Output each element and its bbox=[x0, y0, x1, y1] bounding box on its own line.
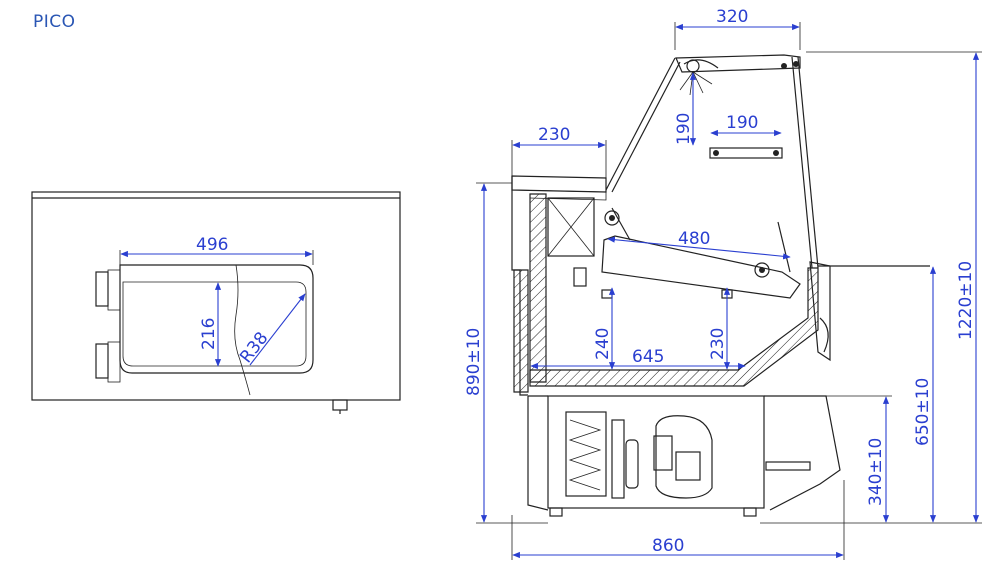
front-glass-line-1 bbox=[605, 57, 676, 191]
front-base-outline bbox=[764, 395, 841, 511]
upper-shelf bbox=[601, 235, 801, 299]
dim-text-650: 650±10 bbox=[913, 378, 933, 446]
dim-text-190-v: 190 bbox=[674, 113, 694, 145]
dim-text-496: 496 bbox=[196, 235, 228, 255]
condenser bbox=[565, 411, 607, 497]
storage-box bbox=[547, 197, 595, 257]
plan-drain bbox=[332, 399, 348, 411]
rear-counter-top bbox=[511, 175, 607, 193]
plan-bracket-bottom bbox=[95, 343, 109, 379]
rear-glass bbox=[791, 56, 813, 269]
plan-break-line bbox=[234, 264, 251, 396]
front-glass-line-2 bbox=[611, 61, 681, 193]
dim-text-890: 890±10 bbox=[464, 328, 484, 396]
canopy-top bbox=[675, 54, 801, 73]
plan-bracket-bottom-plate bbox=[107, 341, 121, 383]
dim-text-240: 240 bbox=[593, 328, 613, 360]
plan-outline bbox=[31, 191, 401, 401]
dim-line-r38 bbox=[249, 293, 306, 366]
dim-text-216: 216 bbox=[199, 318, 219, 350]
rear-door bbox=[513, 269, 529, 393]
dim-text-480: 480 bbox=[678, 229, 710, 249]
dim-text-860: 860 bbox=[652, 536, 684, 556]
dim-text-r38: R38 bbox=[236, 328, 272, 367]
well-insulation bbox=[529, 267, 819, 387]
compressor bbox=[655, 415, 713, 499]
dim-line-480 bbox=[607, 236, 791, 260]
back-wall-insulation bbox=[529, 193, 547, 383]
product-title: PICO bbox=[33, 12, 76, 32]
dim-text-230-v: 230 bbox=[708, 328, 728, 360]
dim-text-230-top: 230 bbox=[538, 125, 570, 145]
plan-bracket-top bbox=[95, 271, 109, 307]
plan-bracket-top-plate bbox=[107, 269, 121, 311]
dim-text-320: 320 bbox=[716, 7, 748, 27]
side-view: 320 190 190 230 480 240 230 645 890±10 1… bbox=[464, 7, 982, 560]
plan-well-inner bbox=[122, 281, 307, 367]
dim-text-645: 645 bbox=[632, 347, 664, 367]
dim-text-190-h: 190 bbox=[726, 113, 758, 133]
dim-text-1220: 1220±10 bbox=[956, 261, 976, 340]
dim-text-340: 340±10 bbox=[866, 438, 886, 506]
light-bar bbox=[709, 147, 783, 159]
base-cabinet bbox=[547, 395, 765, 509]
plan-view: 496 216 R38 bbox=[31, 191, 401, 414]
plan-well-outer bbox=[119, 264, 314, 374]
